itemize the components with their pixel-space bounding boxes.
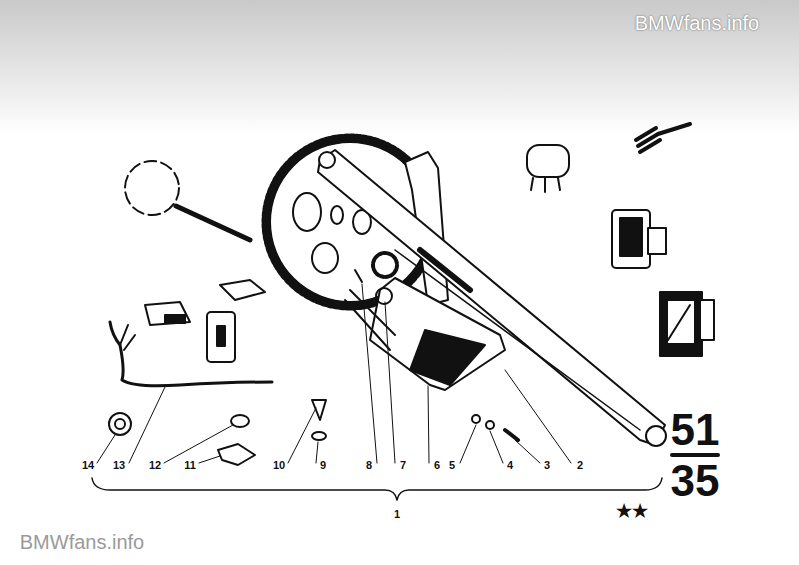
callout-number: 11 [184, 460, 196, 471]
callout-number: 12 [149, 460, 161, 471]
callout-number: 8 [366, 460, 372, 471]
callout-number: 4 [507, 460, 513, 471]
callout-number: 6 [434, 460, 440, 471]
callout-number: 1 [394, 509, 400, 520]
star-mark: ★★ [616, 502, 648, 520]
group-number: 51 [671, 408, 720, 452]
watermark: BMWfans.info [635, 13, 759, 33]
callout-number: 10 [273, 460, 285, 471]
watermark: BMWfans.info [20, 532, 144, 552]
callout-number: 3 [544, 460, 550, 471]
callout-number: 13 [113, 460, 125, 471]
callout-number: 9 [320, 460, 326, 471]
group-number: 35 [671, 459, 720, 503]
callout-number: 7 [400, 460, 406, 471]
callout-number: 14 [82, 460, 94, 471]
callout-number: 2 [577, 460, 583, 471]
callout-number: 5 [449, 460, 455, 471]
